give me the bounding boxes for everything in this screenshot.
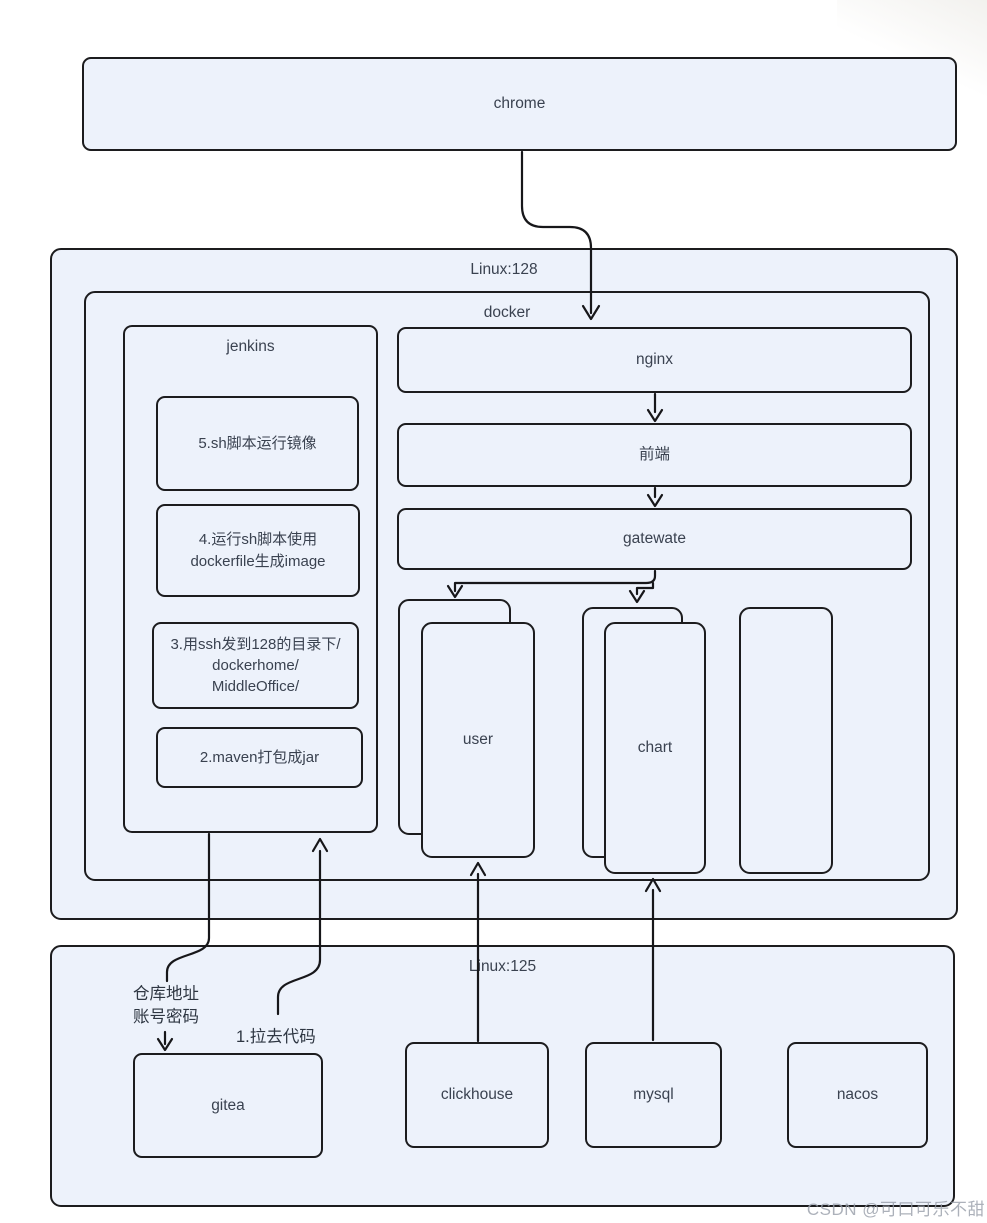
container-linux-128-label: Linux:128 [470,261,538,278]
container-jenkins-label: jenkins [226,338,275,355]
node-gateway: gatewate [397,508,912,570]
node-gitea-label: gitea [211,1096,245,1114]
node-step-3-label-line1: 3.用ssh发到128的目录下/ [170,635,341,653]
node-chart-label: chart [637,739,673,756]
node-chrome: chrome [82,57,957,151]
node-nacos: nacos [787,1042,928,1148]
node-mysql-label: mysql [633,1086,674,1103]
repo-credentials-line2: 账号密码 [133,1008,199,1027]
node-user-service: user [421,622,535,858]
node-step-3-ssh-deploy: 3.用ssh发到128的目录下/ dockerhome/ MiddleOffic… [152,622,359,709]
repo-credentials-label: 仓库地址 账号密码 [133,983,199,1030]
node-step-3-label-line3: MiddleOffice/ [211,678,300,696]
node-clickhouse-label: clickhouse [440,1086,514,1103]
watermark: CSDN @可口可乐不甜 [806,1200,985,1219]
node-clickhouse: clickhouse [405,1042,549,1148]
node-step-4-label-line2: dockerfile生成image [190,552,326,570]
node-step-2-maven-jar: 2.maven打包成jar [156,727,363,788]
node-gateway-label: gatewate [623,530,686,547]
node-chrome-label: chrome [493,95,546,112]
node-step-5-label: 5.sh脚本运行镜像 [198,434,317,452]
node-gitea: gitea [133,1053,323,1158]
node-step-4-label-line1: 4.运行sh脚本使用 [198,531,318,549]
node-step-5-run-image: 5.sh脚本运行镜像 [156,396,359,491]
node-empty-service [739,607,833,874]
node-frontend: 前端 [397,423,912,487]
node-step-3-label-line2: dockerhome/ [212,656,299,674]
node-frontend-label: 前端 [638,446,670,463]
node-nginx-label: nginx [635,351,674,368]
node-chart-service: chart [604,622,706,874]
repo-credentials-line1: 仓库地址 [133,985,199,1003]
node-mysql: mysql [585,1042,722,1148]
node-nacos-label: nacos [836,1086,879,1103]
node-nginx: nginx [397,327,912,393]
pull-code-label: 1.拉去代码 [236,1028,316,1046]
node-step-2-label: 2.maven打包成jar [199,748,320,766]
node-step-4-build-image: 4.运行sh脚本使用 dockerfile生成image [156,504,360,597]
container-docker-label: docker [483,304,531,321]
node-user-label: user [462,731,494,748]
container-linux-125-label: Linux:125 [468,958,537,975]
